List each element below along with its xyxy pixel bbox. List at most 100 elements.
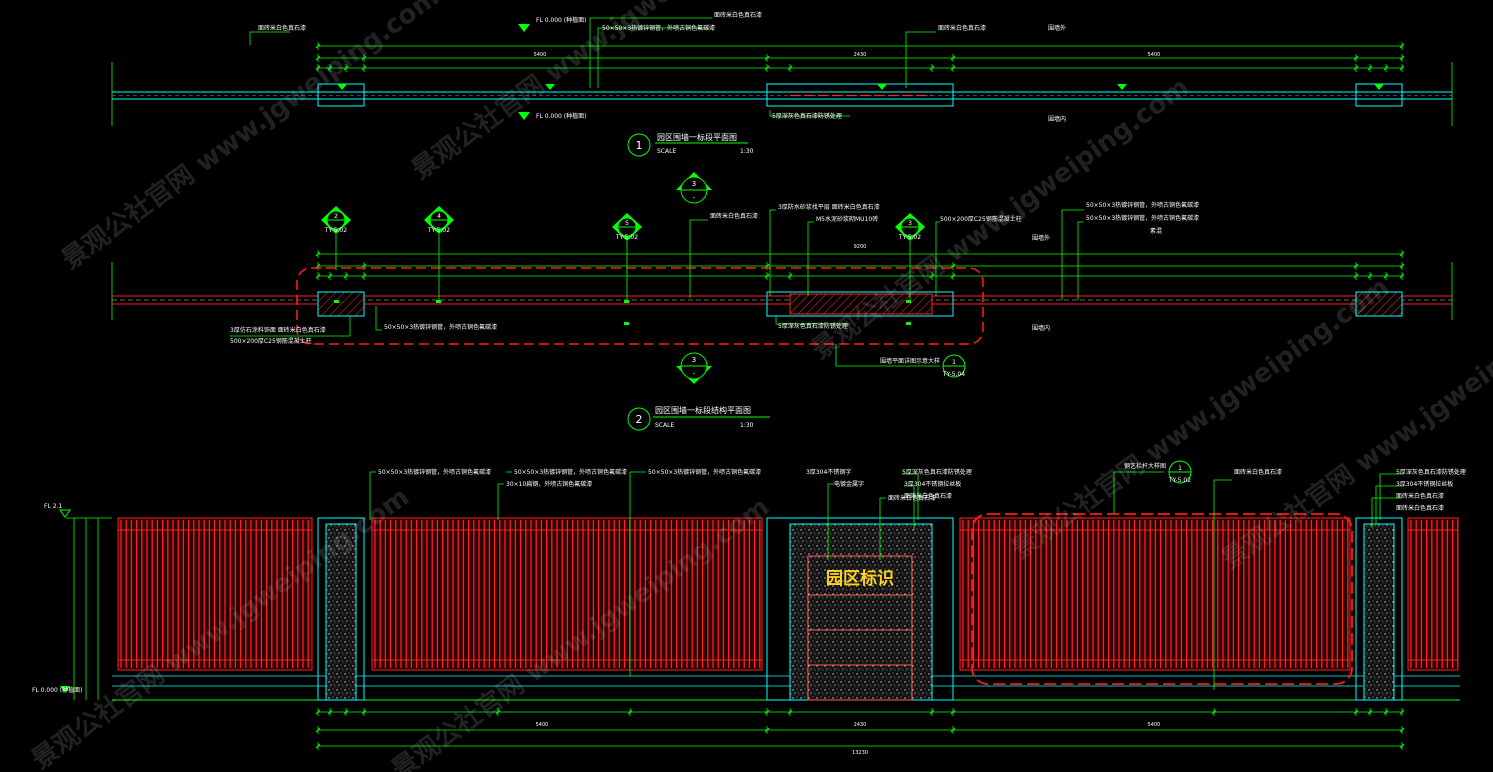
elev-note-2: 50×50×3热镀锌钢管，外喷古铜色氟碳漆 <box>514 468 627 476</box>
plan2-note-right-a: 50×50×3热镀锌钢管，外喷古铜色氟碳漆 <box>1086 201 1199 209</box>
plan2-section-cut-top[interactable]: 3 - <box>676 172 712 204</box>
plan1-dim-detail-slash <box>929 65 935 71</box>
plan1-leader-d <box>769 110 850 117</box>
elevation: FL 2.1 FL 0.000 (种植面) 园区标识 50×50×3热镀锌钢管，… <box>32 460 1466 756</box>
elev-dim-mid: 2430 <box>854 722 867 728</box>
elev-leader <box>497 483 504 520</box>
plan2-note-right-c: 素混 <box>1150 227 1162 235</box>
plan1-marker-b <box>877 84 887 90</box>
plan2-section-top-sheet: - <box>693 194 696 202</box>
plan2-note-detail: 围墙平面详图示意大样 <box>880 357 940 365</box>
plan2-leader <box>835 344 940 367</box>
plan2-note-gap: 5厚深灰色真石漆防锈处理 <box>778 322 848 330</box>
plan2-title: 园区围墙一标段结构平面图 <box>655 405 751 415</box>
plan2-section-marker-2[interactable]: 4 TY-5.02 <box>424 206 454 234</box>
plan1-dim-detail-slash <box>1353 65 1359 71</box>
elev-monument-panel <box>807 555 913 701</box>
plan2-pier-right <box>1355 291 1403 317</box>
plan2-post-mark <box>334 300 339 303</box>
plan2-marker-3-sheet: TY-5.02 <box>615 234 638 241</box>
plan1-title-circle <box>627 133 651 157</box>
elev-dim-detail-slash <box>787 709 793 715</box>
elev-level-top-marker <box>59 509 71 518</box>
plan2-dim-detail-slash <box>327 273 333 279</box>
plan1-note-b: 50×50×3热镀锌钢管，外喷古铜色氟碳漆 <box>602 24 715 32</box>
plan2-marker-4-sheet: TY-5.02 <box>898 234 921 241</box>
plan2-note-center2: M5水泥砂浆砌MU10砖 <box>816 215 878 223</box>
elev-leader <box>629 471 646 676</box>
plan2-marker-1-num: 2 <box>334 213 338 220</box>
plan2-section-bottom-num: 3 <box>692 356 696 364</box>
plan2-leader <box>1077 221 1084 300</box>
plan2-detail-ref[interactable]: 1 TY-5.04 <box>942 354 966 378</box>
plan1-number: 1 <box>636 139 643 152</box>
elev-dim-detail-slash <box>1383 709 1389 715</box>
plan1-dim-mid-slash <box>1399 55 1405 61</box>
plan2-note-pier2: 500×200厚C25钢筋混凝土柱 <box>940 215 1022 223</box>
plan2-leader <box>689 219 708 298</box>
plan1-level-marker-top <box>518 24 530 32</box>
elev-note-1: 50×50×3热镀锌钢管，外喷古铜色氟碳漆 <box>378 468 491 476</box>
elev-note-15: 3厚304不锈钢拉丝板 <box>1396 480 1453 488</box>
plan2-marker-2-num: 4 <box>437 213 441 220</box>
plan2-dim-detail-slash <box>1353 273 1359 279</box>
elev-leader <box>904 485 915 530</box>
plan2-dim-mid-slash <box>950 263 956 269</box>
elev-leader <box>369 471 376 520</box>
plan2-scale-value: 1:30 <box>740 422 754 429</box>
plan1-dim-overall-slash <box>1399 43 1405 49</box>
plan2-marker-4-num: 3 <box>908 220 912 227</box>
plan1-dim-detail-slash <box>787 65 793 71</box>
plan-2: 2 TY-5.02 4 TY-5.02 5 TY-5.02 3 TY-5.02 <box>111 172 1453 431</box>
elev-level-bottom-label: FL 0.000 (种植面) <box>32 686 82 694</box>
plan2-dim-mid-slash <box>1399 263 1405 269</box>
plan1-dim-mid: 2430 <box>854 52 867 58</box>
elev-leader <box>1375 485 1402 524</box>
plan2-post-mark <box>436 300 441 303</box>
elev-dim-detail-slash <box>1367 709 1373 715</box>
plan2-leader <box>775 316 850 325</box>
elev-fence-panels <box>117 517 1459 671</box>
elev-note-7: 3厚304不锈钢字 <box>806 468 851 476</box>
elev-dim-mid-slash <box>950 727 956 733</box>
plan2-dimension-lines <box>111 250 1453 320</box>
plan2-pier-center-core <box>789 293 933 315</box>
plan2-section-marker-4[interactable]: 3 TY-5.02 <box>895 213 925 241</box>
plan1-scale-label: SCALE <box>657 148 676 155</box>
plan1-dim-detail-slash <box>1399 65 1405 71</box>
plan2-pier-center <box>766 291 954 317</box>
plan2-detail-ref-num: 1 <box>952 359 956 366</box>
plan2-section-cut-bottom[interactable]: 3 - <box>676 352 712 384</box>
plan2-leader <box>230 316 351 337</box>
plan2-section-marker-1[interactable]: 2 TY-5.02 <box>321 206 351 234</box>
plan2-section-marker-3[interactable]: 5 TY-5.02 <box>612 213 642 241</box>
plan2-post-mark <box>624 322 629 325</box>
elev-leader <box>902 473 919 520</box>
elev-note-5: 面砖米白色真石漆 <box>888 494 936 502</box>
plan2-note-center: 3厚防水砂浆找平层 面砖米白色真石漆 <box>778 203 880 211</box>
plan1-leader-c <box>905 31 936 88</box>
elev-dim-detail-slash <box>1399 709 1405 715</box>
elev-dim-detail-slash <box>627 709 633 715</box>
plan2-post-mark <box>906 322 911 325</box>
plan1-leader-b2 <box>597 27 712 88</box>
elev-detail-ref[interactable]: 1 TY-5.02 <box>1168 460 1192 484</box>
elev-dim-left: 5400 <box>536 722 549 728</box>
plan2-detail-ref-sheet: TY-5.04 <box>942 371 965 378</box>
plan2-dim-detail-slash <box>1367 273 1373 279</box>
elev-note-4: 30×10扁钢，外喷古铜色氟碳漆 <box>506 480 592 488</box>
elev-note-9: 5厚深灰色真石漆防锈处理 <box>902 468 972 476</box>
plan1-dim-detail-slash <box>1367 65 1373 71</box>
elev-note-14: 5厚深灰色真石漆防锈处理 <box>1396 468 1466 476</box>
elev-note-13: 面砖米白色真石漆 <box>1234 468 1282 476</box>
plan1-dim-mid-slash <box>315 55 321 61</box>
plan2-note-right-b: 50×50×3热镀锌钢管，外喷古铜色氟碳漆 <box>1086 214 1199 222</box>
plan1-title: 园区围墙一标段平面图 <box>657 132 737 142</box>
plan2-post-mark <box>624 300 629 303</box>
elev-dim-mid-slash <box>315 727 321 733</box>
plan2-post-mark <box>906 300 911 303</box>
plan1-dim-detail-slash <box>343 65 349 71</box>
elev-dim-detail-slash <box>495 709 501 715</box>
plan1-leader-left <box>249 31 290 45</box>
